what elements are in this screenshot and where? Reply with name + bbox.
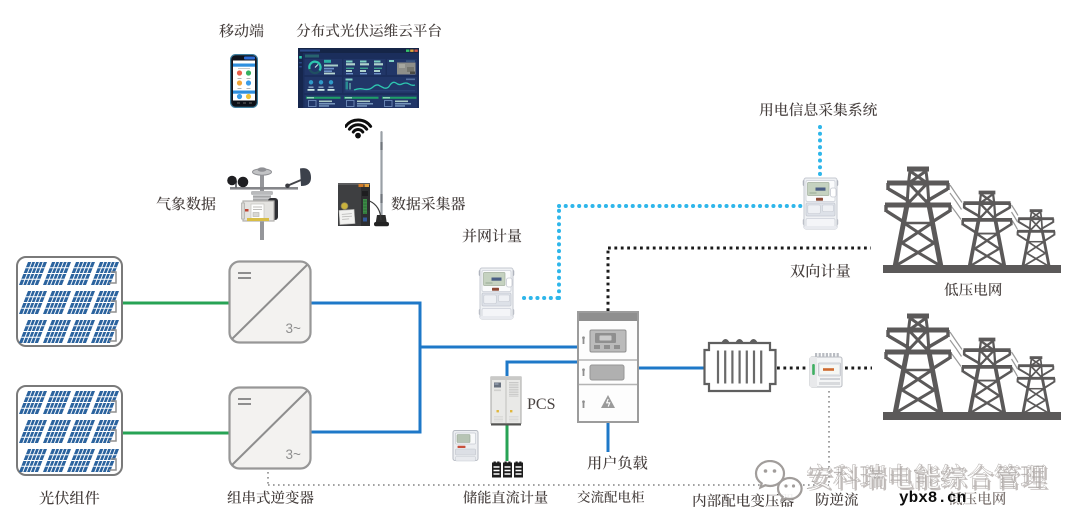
svg-text:3~: 3~ (286, 321, 302, 336)
svg-text:3~: 3~ (286, 447, 302, 462)
